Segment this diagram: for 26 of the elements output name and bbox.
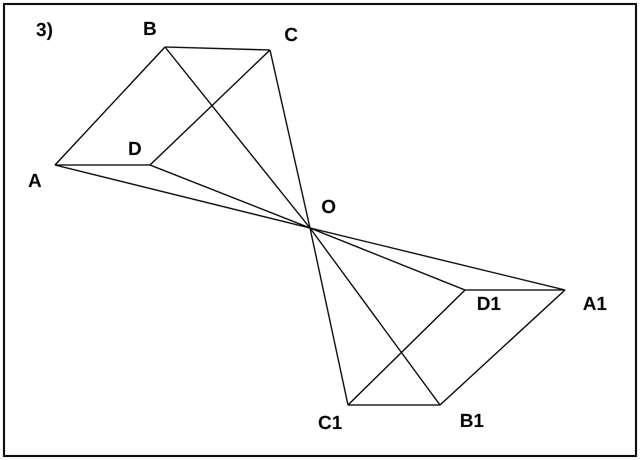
line-segment — [465, 289, 565, 291]
line-segment — [348, 404, 440, 406]
point-label: D1 — [465, 290, 501, 314]
line-segment — [310, 227, 566, 291]
line-segment — [164, 46, 270, 51]
line-segment — [150, 50, 270, 166]
point-label: B — [143, 20, 165, 47]
line-segment — [164, 46, 310, 228]
point-label: D — [128, 140, 150, 165]
line-segment — [269, 50, 311, 228]
line-segment — [54, 46, 166, 166]
line-segment — [54, 164, 310, 229]
line-segment — [150, 164, 310, 229]
point-label: B1 — [440, 405, 484, 431]
figure-number: 3) — [36, 20, 53, 42]
line-segment — [309, 228, 349, 406]
line-segment — [309, 228, 441, 406]
line-segment — [440, 290, 566, 406]
point-label: C — [270, 26, 298, 50]
point-label: C1 — [318, 405, 348, 433]
point-label: O — [310, 198, 336, 228]
line-segment — [348, 290, 466, 406]
line-segment — [55, 164, 150, 166]
point-label: A1 — [565, 290, 607, 314]
point-label: A — [28, 165, 55, 191]
line-segment — [310, 227, 466, 291]
